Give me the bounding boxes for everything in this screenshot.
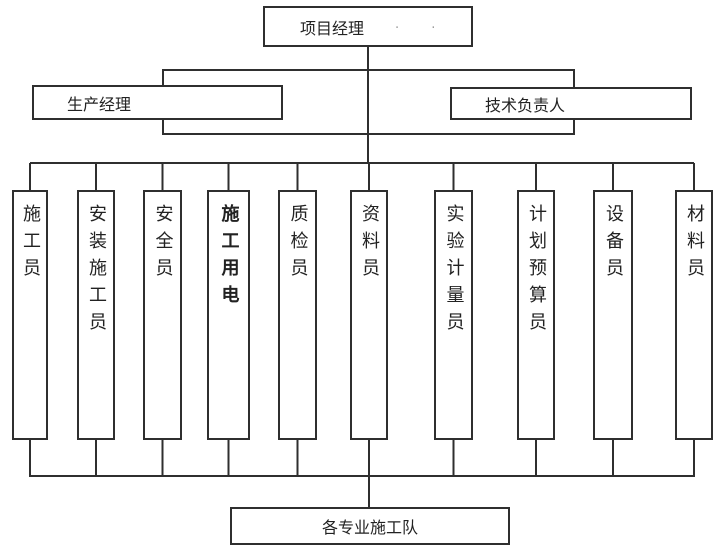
node-staff-equipment-officer: 设备员	[593, 190, 633, 440]
node-staff-document-clerk: 资料员	[350, 190, 388, 440]
node-staff-installation-worker: 安装施工员	[77, 190, 115, 440]
node-staff-site-electricity: 施工用电	[207, 190, 250, 440]
node-label: 生产经理	[67, 94, 132, 114]
node-label: 施工用电	[218, 204, 240, 312]
node-label: 项目经理	[300, 18, 365, 38]
node-label: 技术负责人	[485, 95, 566, 115]
node-technical-director: 技术负责人	[450, 87, 692, 120]
node-label: 安装施工员	[86, 204, 107, 339]
node-label: 资料员	[359, 204, 380, 285]
node-construction-teams: 各专业施工队	[230, 507, 510, 545]
node-project-manager: 项目经理 · ·	[263, 6, 473, 47]
node-label: 安全员	[152, 204, 174, 285]
node-staff-test-measurement: 实验计量员	[434, 190, 473, 440]
node-label: 施工员	[20, 204, 41, 285]
node-staff-quality-inspector: 质检员	[278, 190, 317, 440]
node-label: 各专业施工队	[321, 518, 418, 537]
node-staff-safety-officer: 安全员	[143, 190, 182, 440]
node-staff-materials-officer: 材料员	[675, 190, 713, 440]
node-label: 材料员	[684, 204, 705, 285]
node-production-manager: 生产经理	[32, 85, 283, 120]
node-label: 设备员	[603, 204, 624, 285]
node-staff-plan-budget: 计划预算员	[517, 190, 555, 440]
stray-marks: · ·	[395, 21, 450, 36]
node-label: 实验计量员	[443, 204, 465, 339]
node-label: 计划预算员	[526, 204, 547, 339]
node-label: 质检员	[287, 204, 309, 285]
node-staff-construction-worker: 施工员	[12, 190, 48, 440]
